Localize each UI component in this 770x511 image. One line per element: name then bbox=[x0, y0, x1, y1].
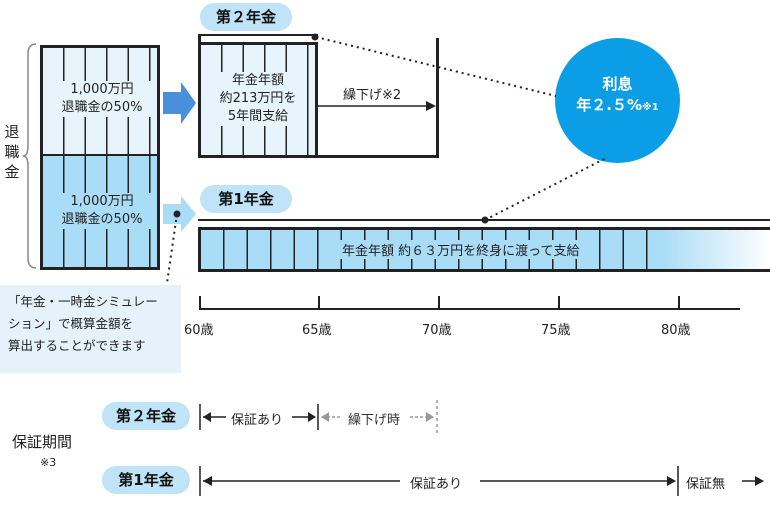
guarantee-note: ※3 bbox=[40, 456, 57, 469]
row2-defer-label: 繰下げ時 bbox=[348, 413, 401, 428]
axis-tick bbox=[558, 296, 560, 309]
pension2-tag: 第２年金 bbox=[200, 3, 292, 31]
pension2-right-edge bbox=[436, 38, 439, 158]
row1-none-label: 保証無 bbox=[686, 477, 726, 492]
age-axis-line bbox=[199, 308, 740, 310]
axis-label-80: 80歳 bbox=[661, 323, 691, 338]
retirement-brace bbox=[22, 43, 37, 269]
pension1-bar-text: 年金年額 約６３万円を終身に渡って支給 bbox=[340, 240, 582, 259]
axis-tick bbox=[678, 296, 680, 309]
guarantee-title: 保証期間 bbox=[12, 433, 73, 451]
axis-label-60: 60歳 bbox=[184, 323, 214, 338]
retirement-label: 退 職 金 bbox=[4, 123, 20, 181]
row2-guaranteed-label: 保証あり bbox=[231, 413, 284, 428]
arrow-to-pension2 bbox=[163, 82, 196, 124]
axis-label-75: 75歳 bbox=[541, 323, 571, 338]
axis-tick bbox=[438, 296, 440, 309]
axis-tick bbox=[318, 296, 320, 309]
note-leader-line bbox=[165, 213, 178, 291]
axis-label-70: 70歳 bbox=[422, 323, 452, 338]
pension1-top-line bbox=[198, 219, 770, 221]
block-upper-text: 1,000万円退職金の50% bbox=[50, 81, 154, 117]
pension1-tag: 第1年金 bbox=[200, 185, 292, 213]
defer-arrow bbox=[318, 101, 436, 111]
simulation-note: 「年金・一時金シミュレー ション」で概算金額を 算出することができます bbox=[0, 285, 181, 373]
pension2-top-line bbox=[198, 34, 318, 36]
axis-tick bbox=[199, 296, 201, 309]
axis-label-65: 65歳 bbox=[302, 323, 332, 338]
interest-circle: 利息 年２.５%※1 bbox=[555, 38, 680, 163]
guarantee-row2-tag: 第２年金 bbox=[102, 402, 190, 430]
block-lower-text: 1,000万円退職金の50% bbox=[50, 193, 154, 229]
guarantee-row1-tag: 第1年金 bbox=[102, 466, 190, 494]
row1-guaranteed-label: 保証あり bbox=[410, 477, 463, 492]
defer-label: 繰下げ※2 bbox=[343, 88, 402, 103]
